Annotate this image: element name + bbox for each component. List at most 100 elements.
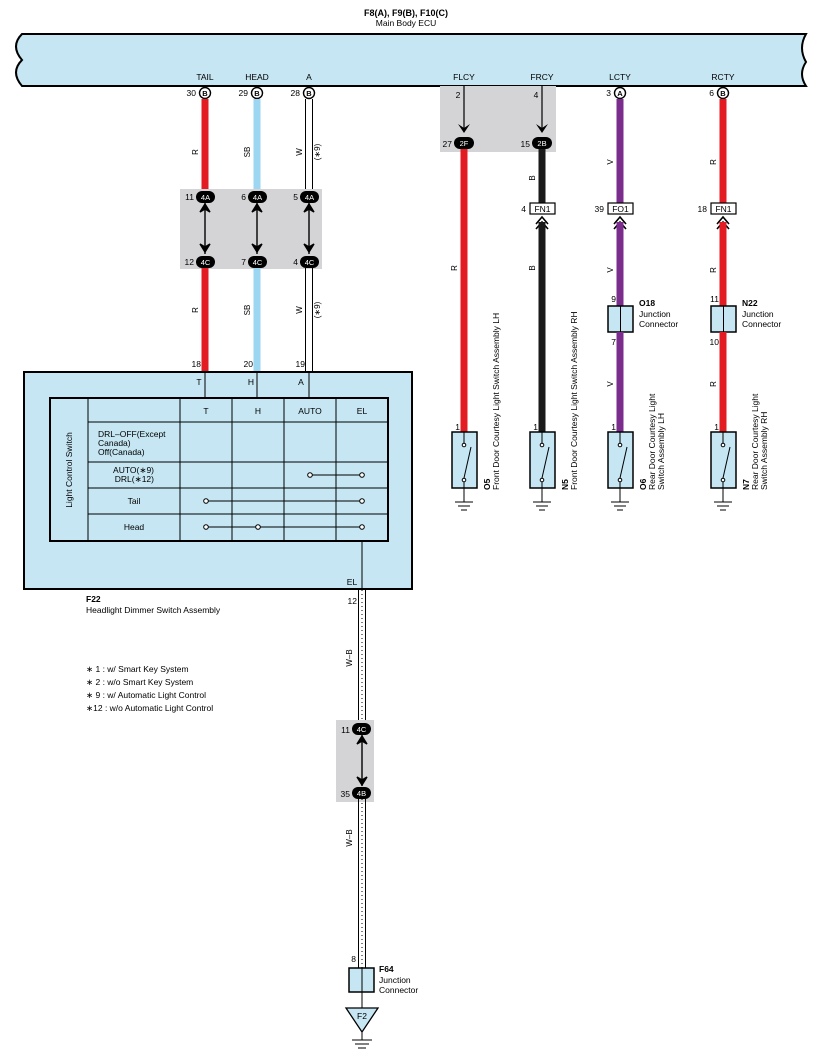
svg-text:DRL–OFF(Except: DRL–OFF(Except (98, 429, 166, 439)
ecu-term-a: A (306, 72, 312, 82)
n5-name: Front Door Courtesy Light Switch Assembl… (569, 311, 579, 490)
fl-junction-pin: 27 (443, 139, 453, 149)
n7-switch-icon (720, 432, 731, 488)
dimmer-el-pin: 12 (348, 596, 358, 606)
f64-line1: Junction (379, 975, 411, 985)
o18-id: O18 (639, 298, 655, 308)
fl-junction-conn (454, 137, 474, 149)
ecu-conn-circle (613, 86, 627, 100)
ecu-pin-tail: 30 (187, 88, 197, 98)
o6-line1: Rear Door Courtesy Light (647, 393, 657, 490)
ecu-term-flcy: FLCY (453, 72, 475, 82)
wire-note-9: (∗9) (313, 301, 322, 318)
conn-4b-bottom-label: 4B (357, 789, 366, 798)
f64-id: F64 (379, 964, 394, 974)
wire-el-wb (358, 799, 366, 968)
svg-text:∗12 : w/o Automatic Light Cont: ∗12 : w/o Automatic Light Control (86, 703, 213, 713)
flcy-arrow (458, 124, 470, 133)
fn1-left-label: FN1 (534, 204, 550, 214)
wire-label-r: R (709, 159, 718, 165)
table-column-headers: T H AUTO EL (203, 406, 367, 416)
conn-4c-bottom-label: 4C (357, 725, 367, 734)
fr-junction-conn (532, 137, 552, 149)
wire-a-w (305, 268, 313, 372)
svg-text:∗ 9 : w/ Automatic Light Contr: ∗ 9 : w/ Automatic Light Control (86, 690, 206, 700)
table-row-labels: DRL–OFF(Except Canada) Off(Canada) AUTO(… (98, 429, 166, 532)
o5-switch-icon (461, 432, 472, 488)
fn1-right-connector (710, 202, 737, 215)
n22-pin-top: 11 (710, 294, 719, 304)
wire-label-v: V (606, 381, 615, 387)
conn-4a (300, 191, 319, 203)
ecu-conn-letter: B (254, 89, 260, 98)
n5-switch-icon (539, 432, 550, 488)
fr-junction-pin: 15 (521, 139, 531, 149)
ecu-pin-rcty: 6 (709, 88, 714, 98)
dimmer-terminals: T H A (196, 377, 304, 387)
o18-pin-top: 9 (611, 294, 616, 304)
dimmer-id: F22 (86, 594, 101, 604)
o6-ground-icon (611, 488, 629, 511)
wire-label-w: W (295, 148, 304, 156)
svg-text:12: 12 (185, 257, 195, 267)
conn-4c-label: 4C (305, 258, 315, 267)
wire-label-wb: W–B (345, 649, 354, 666)
svg-text:H: H (255, 406, 261, 416)
svg-text:20: 20 (244, 359, 254, 369)
o6-switch-icon (617, 432, 628, 488)
svg-text:H: H (248, 377, 254, 387)
svg-text:11: 11 (185, 192, 194, 202)
o6-line2: Switch Assembly LH (656, 413, 666, 490)
fo1-label: FO1 (612, 204, 629, 214)
f64-pin: 8 (351, 954, 356, 964)
conn-4a-label: 4A (253, 193, 262, 202)
conn-4c-label: 4C (253, 258, 263, 267)
frcy-pin: 4 (534, 90, 539, 100)
junction-4b-pin: 35 (341, 789, 351, 799)
dimmer-name: Headlight Dimmer Switch Assembly (86, 605, 221, 615)
n7-ground-icon (714, 488, 732, 511)
n5-id: N5 (560, 479, 570, 490)
n22-id: N22 (742, 298, 758, 308)
ecu-name: Main Body ECU (376, 18, 436, 28)
light-control-switch-label: Light Control Switch (64, 432, 74, 508)
fn1-right-label: FN1 (715, 204, 731, 214)
o6-pin: 1 (611, 422, 616, 432)
wire-label-r: R (709, 267, 718, 273)
n5-pin: 1 (533, 422, 538, 432)
junction-4a-4c-links (199, 202, 315, 254)
fl-junction-conn-label: 2F (460, 139, 469, 148)
ecu-conn-letter: B (306, 89, 312, 98)
conn-4c (300, 256, 319, 268)
fn1-left-pin: 4 (521, 204, 526, 214)
ecu-conn-circle (302, 86, 316, 100)
ecu-term-frcy: FRCY (530, 72, 553, 82)
junction-4c-pin: 11 (341, 725, 350, 735)
fn1-right-pin: 18 (698, 204, 708, 214)
table-continuity (203, 472, 365, 530)
svg-text:7: 7 (241, 257, 246, 267)
n22-pin-bottom: 10 (710, 337, 720, 347)
fn1-left-connector (529, 202, 556, 215)
n5-ground-icon (533, 488, 551, 511)
wire-label-sb: SB (243, 147, 252, 158)
svg-text:6: 6 (241, 192, 246, 202)
wire-label-r: R (709, 381, 718, 387)
ecu-body (15, 33, 808, 87)
conn-4c-label: 4C (201, 258, 211, 267)
n7-pin: 1 (714, 422, 719, 432)
wire-a-w (305, 99, 313, 190)
svg-text:5: 5 (293, 192, 298, 202)
ecu-pin-head: 29 (239, 88, 249, 98)
ecu-term-rcty: RCTY (711, 72, 734, 82)
o5-name: Front Door Courtesy Light Switch Assembl… (491, 313, 501, 490)
svg-text:T: T (196, 377, 201, 387)
conn-4c-bottom (352, 723, 371, 735)
o6-id: O6 (638, 478, 648, 490)
ecu-pin-a: 28 (291, 88, 301, 98)
wire-label-w: W (295, 306, 304, 314)
conn-4c (248, 256, 267, 268)
conn-4b-bottom (352, 787, 371, 799)
o18-line2: Connector (639, 319, 678, 329)
ground-point-label: F2 (357, 1011, 367, 1021)
